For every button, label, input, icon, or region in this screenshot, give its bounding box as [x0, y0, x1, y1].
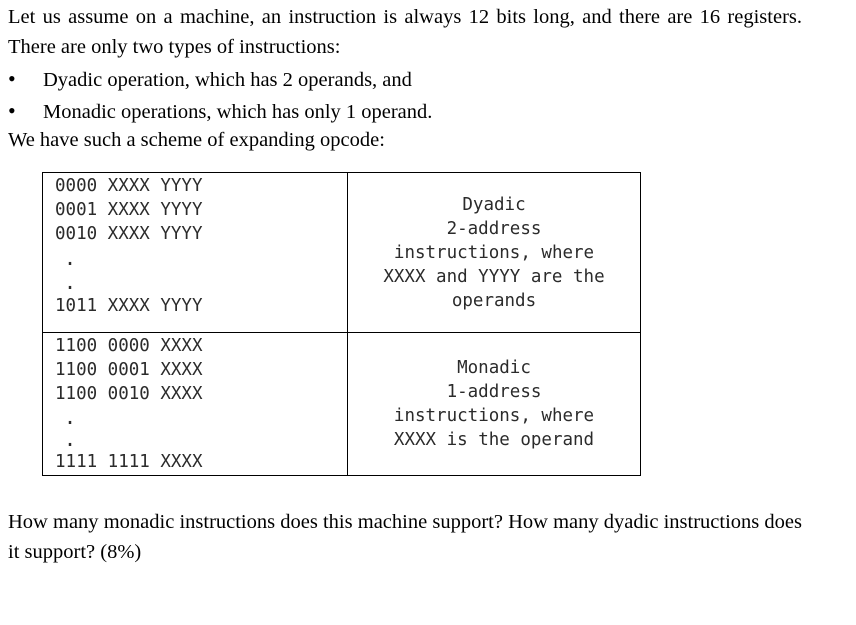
dyadic-description-cell: Dyadic 2-address instructions, where XXX… — [347, 172, 641, 333]
opcode-line: 1111 1111 XXXX — [55, 452, 203, 472]
ellipsis-dot: . — [64, 270, 77, 294]
description-line: 1-address — [446, 382, 542, 402]
description-line: 2-address — [446, 218, 542, 239]
ellipsis-dot: . — [64, 405, 77, 429]
bullet-text: Dyadic operation, which has 2 operands, … — [43, 69, 412, 91]
description-line: operands — [451, 290, 537, 311]
description-line: Dyadic — [462, 194, 526, 215]
opcode-table: 0000 XXXX YYYY 0001 XXXX YYYY 0010 XXXX … — [42, 172, 641, 476]
dyadic-row: 0000 XXXX YYYY 0001 XXXX YYYY 0010 XXXX … — [42, 172, 641, 333]
monadic-description-cell: Monadic 1-address instructions, where XX… — [347, 332, 641, 476]
scheme-paragraph: We have such a scheme of expanding opcod… — [8, 129, 385, 151]
opcode-line: 1100 0000 XXXX — [55, 336, 203, 356]
opcode-line: 1100 0010 XXXX — [55, 384, 203, 404]
bullet-icon: • — [8, 66, 16, 91]
opcode-line: 0000 XXXX YYYY — [55, 176, 203, 196]
ellipsis-dot: . — [64, 246, 77, 270]
bullet-item-dyadic: • Dyadic operation, which has 2 operands,… — [8, 64, 412, 95]
opcode-line: 0010 XXXX YYYY — [55, 224, 203, 244]
description-line: Monadic — [457, 358, 531, 378]
ellipsis-dot: . — [64, 427, 77, 451]
monadic-row: 1100 0000 XXXX 1100 0001 XXXX 1100 0010 … — [42, 332, 641, 476]
monadic-codes-cell: 1100 0000 XXXX 1100 0001 XXXX 1100 0010 … — [42, 332, 348, 476]
description-line: instructions, where — [393, 242, 595, 263]
description-line: instructions, where — [393, 406, 595, 426]
opcode-line: 1011 XXXX YYYY — [55, 296, 203, 316]
bullet-icon: • — [8, 98, 16, 123]
opcode-line: 0001 XXXX YYYY — [55, 200, 203, 220]
description-line: XXXX is the operand — [393, 430, 595, 450]
opcode-line: 1100 0001 XXXX — [55, 360, 203, 380]
bullet-text: Monadic operations, which has only 1 ope… — [43, 101, 433, 123]
dyadic-codes-cell: 0000 XXXX YYYY 0001 XXXX YYYY 0010 XXXX … — [42, 172, 348, 333]
intro-paragraph: Let us assume on a machine, an instructi… — [8, 6, 802, 58]
bullet-item-monadic: • Monadic operations, which has only 1 op… — [8, 96, 432, 127]
question-paragraph: How many monadic instructions does this … — [8, 511, 802, 563]
description-line: XXXX and YYYY are the — [383, 266, 605, 287]
